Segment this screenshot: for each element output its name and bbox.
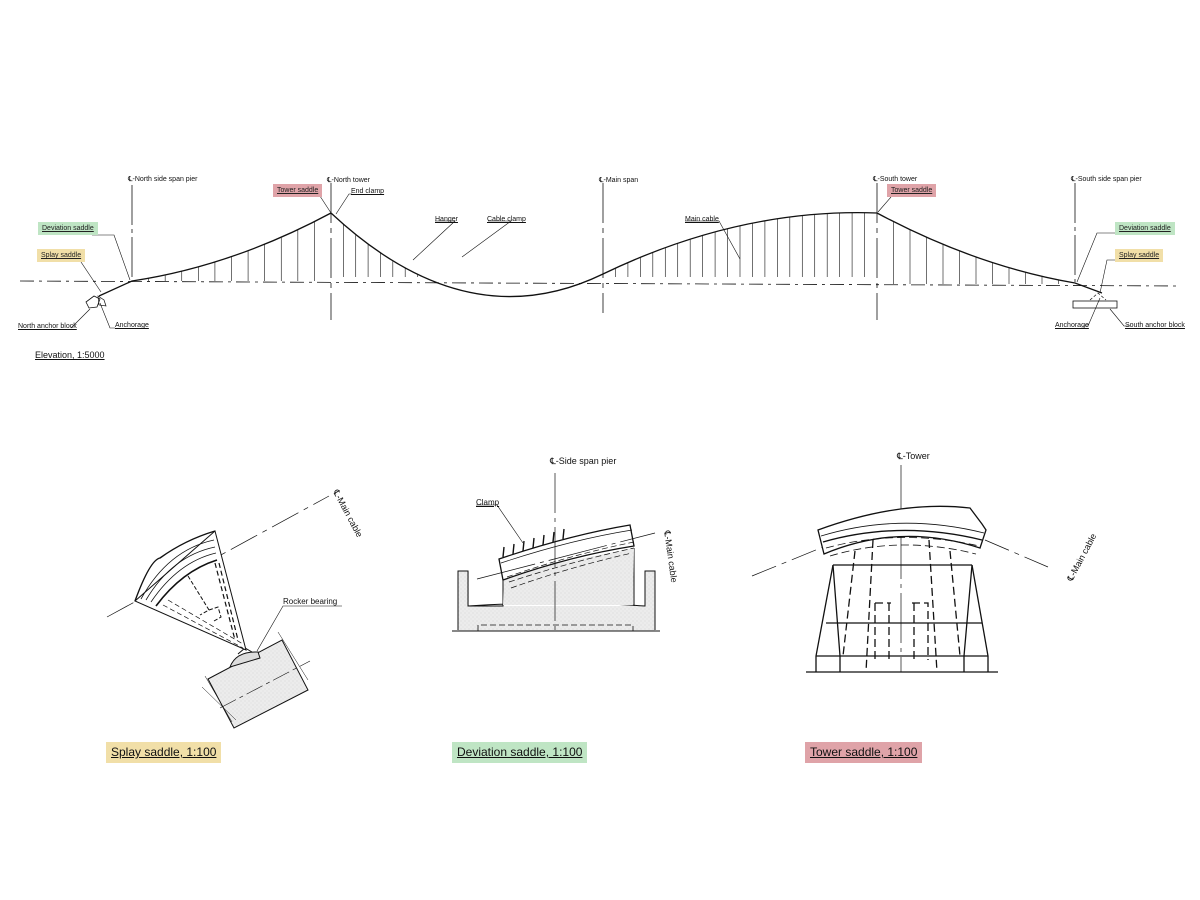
hangers	[148, 212, 1059, 284]
deviation-side-span-pier-centerline-label: ℄-Side span pier	[550, 456, 617, 466]
label-north-anchorage: Anchorage	[115, 322, 149, 329]
elevation-title: Elevation, 1:5000	[35, 350, 105, 360]
centerline-label-north-tower: ℄-North tower	[327, 177, 371, 184]
splay-saddle-title: Splay saddle, 1:100	[106, 742, 222, 763]
label-clamp: Clamp	[476, 498, 500, 507]
label-south-anchorage: Anchorage	[1055, 322, 1089, 329]
label-end-clamp: End clamp	[351, 188, 385, 195]
tag-south-tower-saddle: Tower saddle	[887, 184, 937, 197]
tag-south-splay-saddle: Splay saddle	[1115, 249, 1164, 262]
deviation-saddle-drawing	[452, 473, 660, 634]
elevation-drawing	[19, 183, 1181, 329]
tower-saddle-title: Tower saddle, 1:100	[805, 742, 923, 763]
deviation-saddle-title: Deviation saddle, 1:100	[452, 742, 588, 763]
label-south-anchor-block: South anchor block	[1125, 322, 1185, 329]
tower-saddle-drawing	[751, 465, 1049, 673]
tag-north-splay-saddle: Splay saddle	[37, 249, 86, 262]
centerline-label-south-side-span-pier: ℄-South side span pier	[1071, 176, 1142, 183]
centerline-label-south-tower: ℄-South tower	[873, 176, 918, 183]
north-anchorage	[97, 295, 107, 307]
tower-centerline-label: ℄-Tower	[897, 451, 930, 461]
label-cable-clamp: Cable clamp	[487, 216, 526, 223]
main-cable	[98, 212, 1103, 298]
south-anchor-block	[1072, 300, 1118, 309]
tag-north-tower-saddle: Tower saddle	[273, 184, 323, 197]
south-anchorage	[1089, 292, 1107, 301]
tag-north-deviation-saddle: Deviation saddle	[38, 222, 98, 235]
deck-reference-line	[19, 280, 1181, 287]
label-rocker-bearing: Rocker bearing	[283, 597, 338, 606]
centerline-label-north-side-span-pier: ℄-North side span pier	[128, 176, 198, 183]
label-hanger: Hanger	[435, 216, 458, 223]
label-north-anchor-block: North anchor block	[18, 323, 77, 330]
tag-south-deviation-saddle: Deviation saddle	[1115, 222, 1175, 235]
splay-saddle-drawing	[106, 495, 342, 729]
centerline-label-main-span: ℄-Main span	[599, 177, 639, 184]
label-main-cable: Main cable	[685, 216, 719, 223]
